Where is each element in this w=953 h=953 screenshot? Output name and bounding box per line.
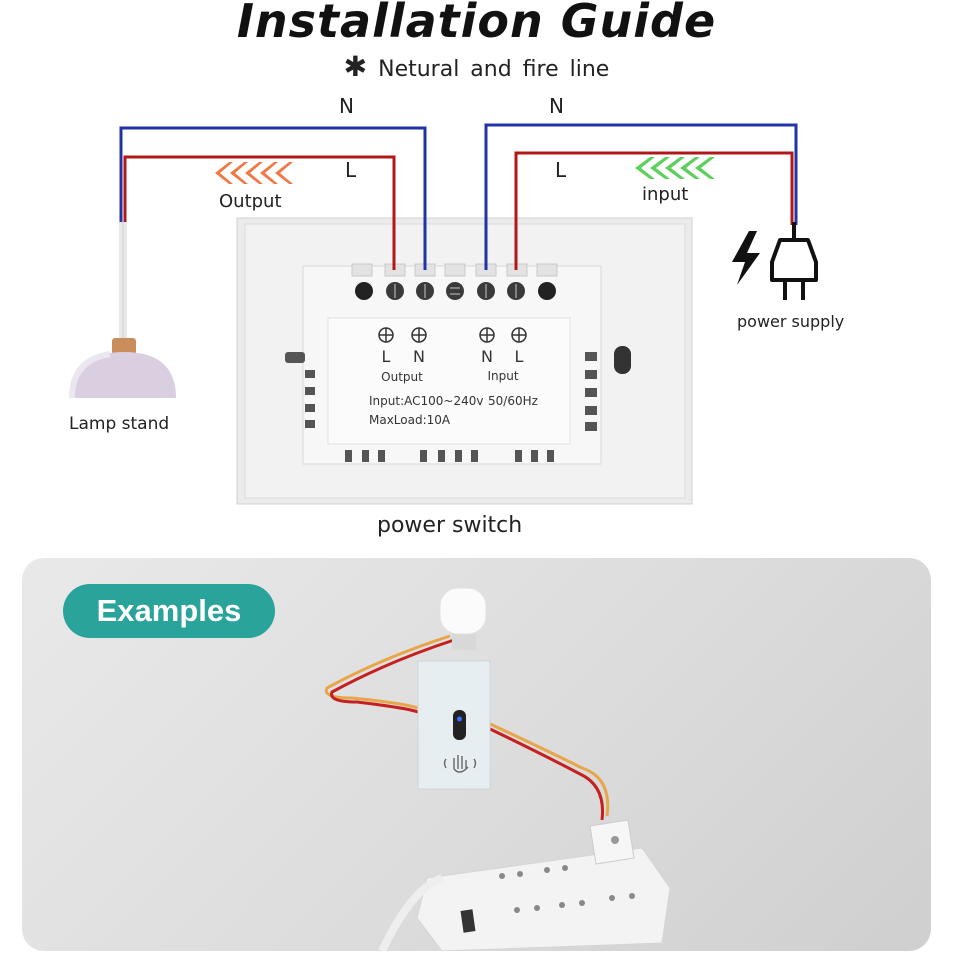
- power-strip: [378, 819, 671, 951]
- terminal-screws: [355, 282, 556, 300]
- input-live-wire: [514, 151, 794, 270]
- output-neutral-wire: [119, 126, 427, 270]
- output-label: Output: [219, 191, 282, 212]
- wires: [119, 123, 798, 270]
- plate-term-l2: L: [515, 347, 524, 366]
- page-title: Installation Guide: [236, 0, 717, 48]
- output-neutral-label: N: [339, 94, 354, 118]
- input-live-label: L: [555, 158, 567, 182]
- switch-plate: L N N L Output Input Input:AC100~240v 50…: [236, 217, 693, 505]
- plate-term-n: N: [413, 347, 425, 366]
- output-live-label: L: [345, 158, 357, 182]
- examples-badge: Examples: [63, 584, 275, 638]
- output-live-wire: [123, 155, 396, 270]
- plug-icon: [770, 222, 818, 300]
- bulb: [439, 587, 487, 650]
- subtitle: ✱ Netural and fire line: [0, 50, 953, 83]
- plate-term-l: L: [382, 347, 391, 366]
- lamp-icon: [69, 222, 176, 399]
- input-neutral-wire: [484, 123, 798, 270]
- subtitle-text: Netural and fire line: [378, 57, 610, 82]
- lamp-stand-label: Lamp stand: [69, 414, 170, 434]
- lightning-icon: [732, 231, 760, 285]
- plate-input-label: Input: [487, 369, 518, 383]
- input-arrows: [635, 157, 715, 179]
- plate-output-label: Output: [381, 370, 423, 384]
- output-arrows: [215, 162, 293, 184]
- power-switch-label: power switch: [377, 513, 523, 538]
- input-neutral-label: N: [549, 94, 564, 118]
- plate-spec-input: Input:AC100~240v: [369, 394, 483, 408]
- plate-term-n2: N: [481, 347, 493, 366]
- plate-spec-maxload: MaxLoad:10A: [369, 413, 451, 427]
- example-scene: [324, 587, 671, 951]
- wiring-diagram: L N N L Output Input Input:AC100~240v 50…: [69, 123, 818, 505]
- input-label: input: [642, 184, 689, 205]
- power-supply-label: power supply: [737, 312, 845, 331]
- hand-wave-icon: [443, 755, 477, 773]
- asterisk-icon: ✱: [343, 50, 368, 83]
- plate-spec-frequency: 50/60Hz: [488, 394, 538, 408]
- touch-switch: [417, 660, 491, 790]
